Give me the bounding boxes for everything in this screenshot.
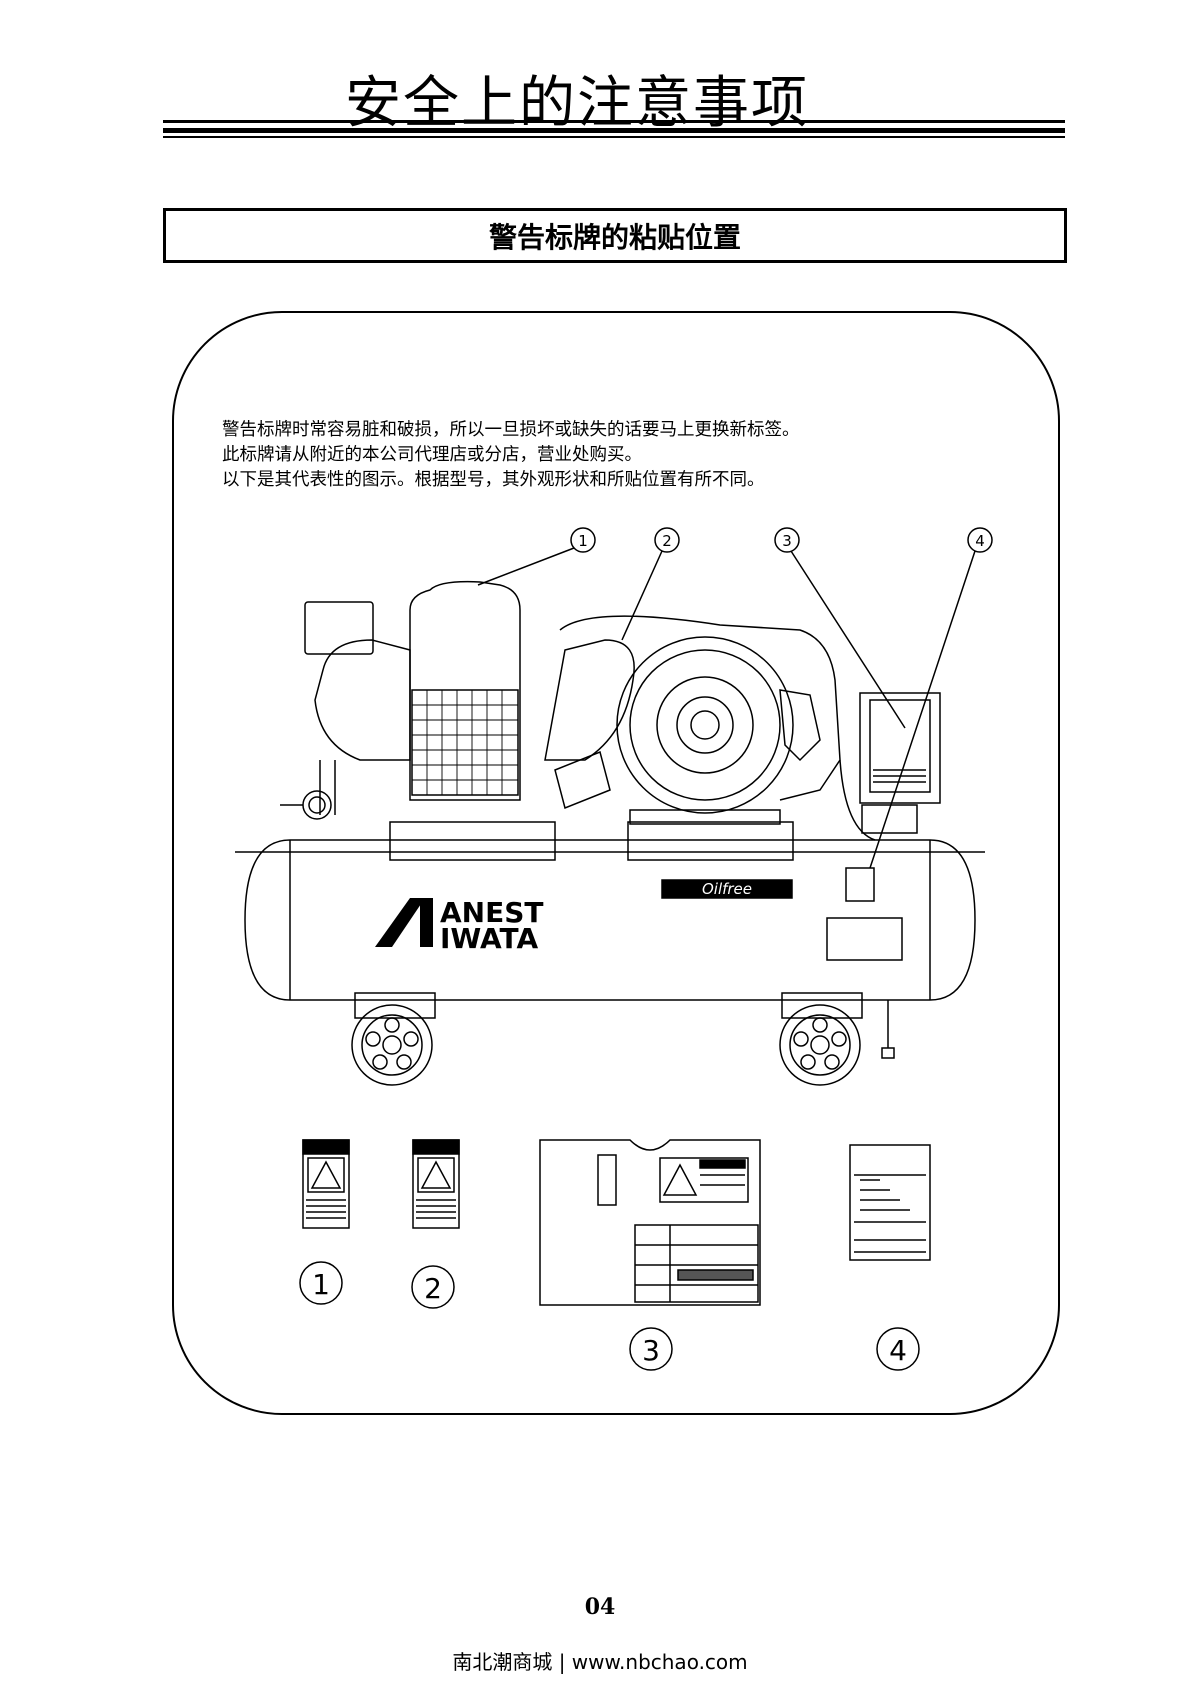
- callout-1: 1: [477, 527, 596, 586]
- label-4-energy-label: [849, 1144, 931, 1261]
- page-title: 安全上的注意事项: [345, 71, 809, 136]
- callout-3: 3: [774, 527, 906, 729]
- pump-unit: [280, 580, 635, 820]
- label-2-warning-sign: [412, 1139, 460, 1229]
- svg-text:1: 1: [312, 1268, 330, 1301]
- label-1-warning-sign: [302, 1139, 350, 1229]
- page-number: 04: [584, 1594, 616, 1620]
- svg-text:2: 2: [662, 532, 672, 550]
- label-3-control-panel: [539, 1139, 761, 1306]
- svg-text:IWATA: IWATA: [440, 922, 538, 955]
- svg-text:3: 3: [782, 532, 792, 550]
- svg-text:Oilfree: Oilfree: [702, 880, 752, 898]
- section-header: 警告标牌的粘贴位置: [163, 208, 1067, 263]
- title-rule-thin: [163, 136, 1065, 138]
- callout-2: 2: [621, 527, 680, 641]
- oilfree-badge: Oilfree: [661, 879, 793, 899]
- wheel-right: [779, 992, 863, 1086]
- svg-text:4: 4: [975, 532, 985, 550]
- note-line: 警告标牌时常容易脏和破损，所以一旦损坏或缺失的话要马上更换新标签。: [222, 420, 800, 440]
- callout-4: 4: [869, 527, 993, 869]
- pump-mount: [389, 821, 556, 861]
- motor-unit: [559, 615, 841, 825]
- label-number-4: 4: [876, 1327, 920, 1371]
- note-line: 此标牌请从附近的本公司代理店或分店，营业处购买。: [222, 445, 642, 465]
- label-number-3: 3: [629, 1327, 673, 1371]
- notes-block: 警告标牌时常容易脏和破损，所以一旦损坏或缺失的话要马上更换新标签。 此标牌请从附…: [222, 418, 800, 493]
- section-title: 警告标牌的粘贴位置: [488, 220, 741, 254]
- note-line: 以下是其代表性的图示。根据型号，其外观形状和所贴位置有所不同。: [222, 470, 765, 490]
- motor-mount: [627, 821, 794, 861]
- label-number-1: 1: [299, 1261, 343, 1305]
- brand-logo: ANEST IWATA: [375, 896, 544, 955]
- wheel-left: [351, 992, 436, 1086]
- svg-text:4: 4: [889, 1334, 907, 1367]
- diagram-frame: [172, 311, 1060, 1415]
- svg-text:2: 2: [424, 1272, 442, 1305]
- tank-nameplate: [826, 917, 903, 961]
- svg-text:3: 3: [642, 1334, 660, 1367]
- footer-watermark: 南北潮商城 | www.nbchao.com: [452, 1650, 748, 1674]
- control-box: [839, 692, 941, 841]
- svg-text:1: 1: [578, 532, 588, 550]
- label-4-on-tank: [845, 867, 875, 902]
- label-number-2: 2: [411, 1265, 455, 1309]
- svg-text:ANEST: ANEST: [440, 896, 544, 929]
- title-rule-thick: [163, 128, 1065, 133]
- drain-valve: [881, 1000, 895, 1059]
- air-tank: [235, 839, 985, 1001]
- title-rule: [163, 120, 1065, 123]
